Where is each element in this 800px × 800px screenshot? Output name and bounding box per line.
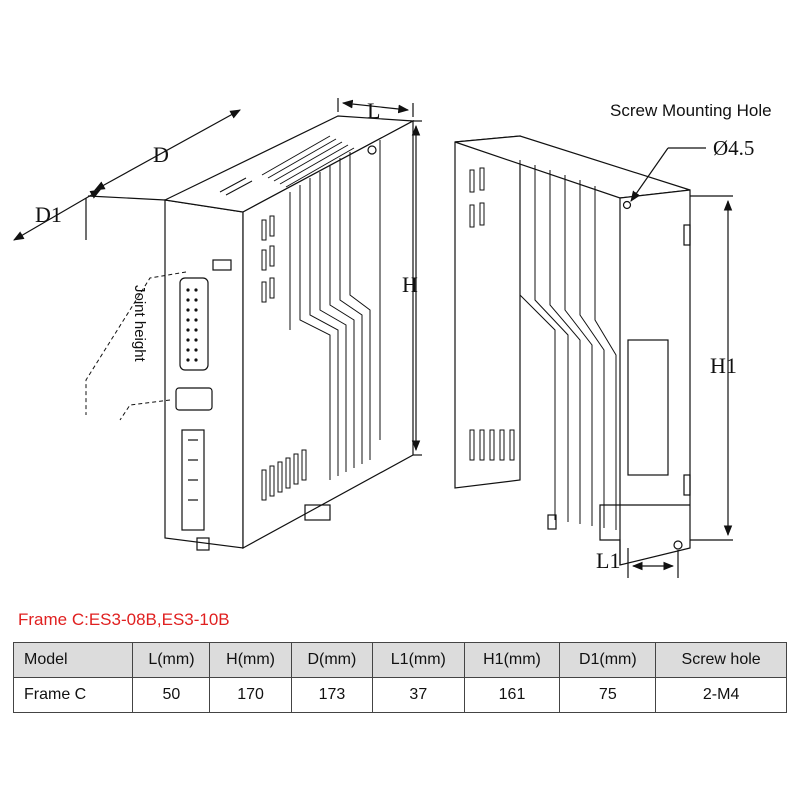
col-header-model: Model [12,642,134,678]
col-header-h: H(mm) [209,642,292,678]
cell-screw-hole: 2-M4 [655,677,787,713]
d-sub-connector [179,277,209,371]
dim-d1-group [13,189,101,241]
dim-l-group [337,98,414,117]
connector-pins [186,288,198,362]
col-header-d1: D1(mm) [559,642,657,678]
dim-h-label: H [402,272,418,297]
table-row: Frame C 50 170 173 37 161 75 2-M4 [12,677,787,713]
dimension-drawing: Joint height L D D1 H [13,98,772,578]
cell-model: Frame C [12,677,134,713]
dim-h1-group [690,195,733,541]
col-header-h1: H1(mm) [463,642,561,678]
cell-l: 50 [132,677,211,713]
cell-d: 173 [290,677,374,713]
col-header-l1: L1(mm) [372,642,465,678]
rear-view [454,135,691,566]
joint-height-label: Joint height [131,285,148,363]
rear-bracket [627,339,669,476]
side-vents [261,215,307,501]
frame-title: Frame C:ES3-08B,ES3-10B [18,610,230,629]
cell-h1: 161 [463,677,561,713]
dim-l-label: L [367,98,380,123]
spec-table: Model L(mm) H(mm) D(mm) L1(mm) H1(mm) D1… [12,642,787,713]
col-header-d: D(mm) [290,642,374,678]
rear-fins [519,160,617,530]
cell-d1: 75 [559,677,657,713]
dim-h-group [411,120,422,456]
joint-height-lines [85,271,187,421]
heatsink-fins [289,140,381,480]
table-header-row: Model L(mm) H(mm) D(mm) L1(mm) H1(mm) D1… [12,642,787,678]
screw-leader [630,147,706,202]
diameter-label: Ø4.5 [713,136,754,160]
cell-h: 170 [209,677,292,713]
cell-l1: 37 [372,677,465,713]
led-window [212,259,232,271]
dim-h1-label: H1 [710,353,737,378]
dim-d-label: D [153,142,169,167]
dim-l1-label: L1 [596,548,620,573]
usb-port [175,387,213,411]
dim-d1-label: D1 [35,202,62,227]
screw-hole-title: Screw Mounting Hole [610,101,772,120]
screw-hole [622,200,632,210]
col-header-screw-hole: Screw hole [655,642,787,678]
front-view [163,115,416,551]
rear-vents [469,167,515,461]
dim-l1-group [627,548,679,578]
col-header-l: L(mm) [132,642,211,678]
mount-hole-top [367,145,377,155]
